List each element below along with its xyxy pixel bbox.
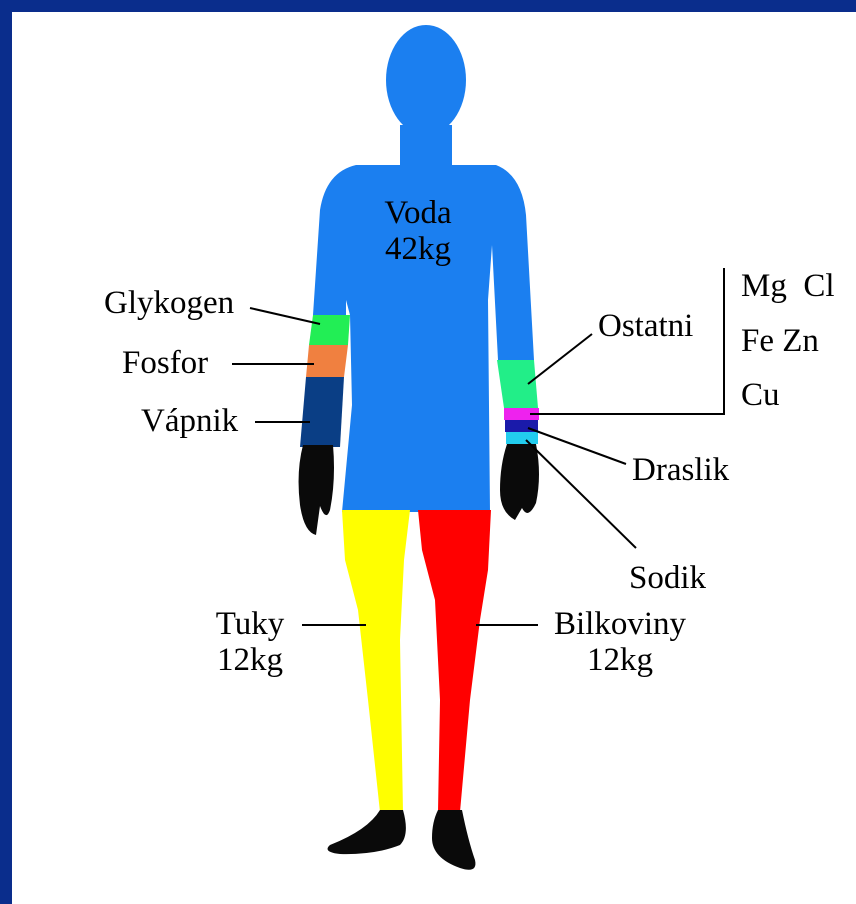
bilkoviny-mass: 12kg [540, 642, 700, 678]
bilkoviny-name: Bilkoviny [540, 606, 700, 642]
sodik-label: Sodik [629, 560, 706, 596]
voda-mass: 42kg [368, 231, 468, 267]
draslik-label: Draslik [632, 452, 729, 488]
ostatni-band [497, 360, 538, 408]
right-foot [432, 810, 475, 870]
ostatni-leader [528, 334, 592, 384]
left-hand [299, 445, 334, 535]
voda-label: Voda 42kg [368, 195, 468, 267]
vapnik-band [300, 377, 344, 447]
tuky-mass: 12kg [195, 642, 305, 678]
fosfor-band [306, 345, 348, 377]
draslik-leader [528, 428, 626, 464]
glykogen-leader [250, 308, 320, 324]
tuky-name: Tuky [195, 606, 305, 642]
sodik-band [506, 432, 538, 444]
right-hand [500, 444, 539, 520]
bilkoviny-label: Bilkoviny 12kg [540, 606, 700, 678]
neck [400, 125, 452, 170]
left-foot [328, 810, 406, 854]
glykogen-band [309, 315, 350, 345]
fosfor-label: Fosfor [122, 345, 208, 381]
ostatni-label: Ostatni [598, 308, 693, 344]
tuky-leg [342, 510, 410, 812]
cu-label: Cu [741, 377, 780, 413]
mg-cl-label: Mg Cl [741, 268, 835, 304]
voda-name: Voda [368, 195, 468, 231]
bilkoviny-leg [418, 510, 491, 812]
vapnik-label: Vápnik [141, 403, 238, 439]
head [386, 25, 466, 135]
sodik-leader [526, 440, 636, 548]
fe-zn-label: Fe Zn [741, 323, 819, 359]
glykogen-label: Glykogen [104, 285, 234, 321]
tuky-label: Tuky 12kg [195, 606, 305, 678]
